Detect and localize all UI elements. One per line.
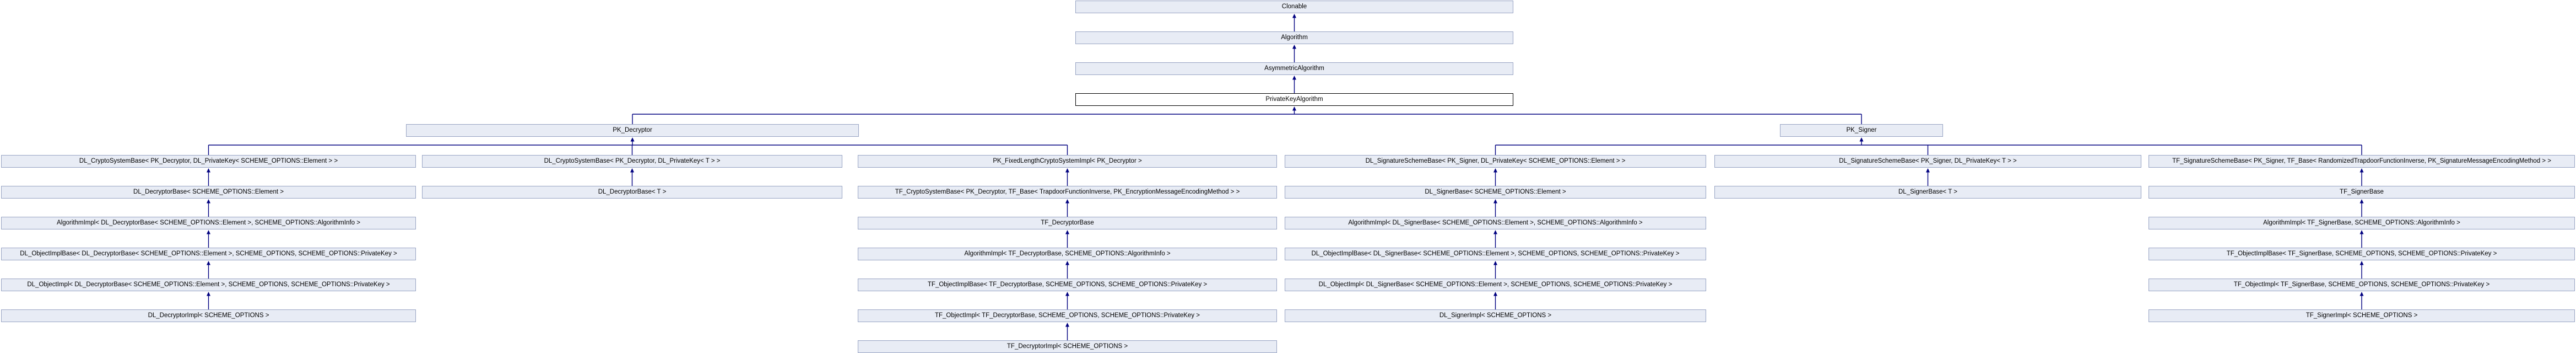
class-node-dl-signerimpl[interactable]: DL_SignerImpl< SCHEME_OPTIONS > (1285, 309, 1706, 322)
class-node-tf-signerimpl[interactable]: TF_SignerImpl< SCHEME_OPTIONS > (2149, 309, 2575, 322)
class-node-tf-signatureschemebase[interactable]: TF_SignatureSchemeBase< PK_Signer, TF_Ba… (2149, 155, 2575, 168)
class-node-asymmetric-algorithm[interactable]: AsymmetricAlgorithm (1075, 62, 1513, 75)
class-node-pk-signer[interactable]: PK_Signer (1780, 124, 1943, 137)
class-node-dl-objectimplbase-decryptor[interactable]: DL_ObjectImplBase< DL_DecryptorBase< SCH… (1, 248, 416, 260)
class-node-dl-objectimplbase-signer[interactable]: DL_ObjectImplBase< DL_SignerBase< SCHEME… (1285, 248, 1706, 260)
class-node-private-key-algorithm[interactable]: PrivateKeyAlgorithm (1075, 93, 1513, 106)
class-node-pk-fixedlengthcryptosystemimpl[interactable]: PK_FixedLengthCryptoSystemImpl< PK_Decry… (858, 155, 1277, 168)
class-node-dl-cryptosystembase-element[interactable]: DL_CryptoSystemBase< PK_Decryptor, DL_Pr… (1, 155, 416, 168)
class-node-algorithmimpl-dl-decryptorbase[interactable]: AlgorithmImpl< DL_DecryptorBase< SCHEME_… (1, 217, 416, 229)
class-node-tf-cryptosystembase[interactable]: TF_CryptoSystemBase< PK_Decryptor, TF_Ba… (858, 186, 1277, 199)
class-node-dl-objectimpl-signer[interactable]: DL_ObjectImpl< DL_SignerBase< SCHEME_OPT… (1285, 279, 1706, 291)
class-node-clonable[interactable]: Clonable (1075, 1, 1513, 13)
class-node-algorithm[interactable]: Algorithm (1075, 31, 1513, 44)
class-node-dl-decryptorbase-t[interactable]: DL_DecryptorBase< T > (422, 186, 842, 199)
class-node-tf-objectimplbase-signer[interactable]: TF_ObjectImplBase< TF_SignerBase, SCHEME… (2149, 248, 2575, 260)
class-node-tf-decryptorimpl[interactable]: TF_DecryptorImpl< SCHEME_OPTIONS > (858, 340, 1277, 353)
class-node-tf-objectimplbase-decryptor[interactable]: TF_ObjectImplBase< TF_DecryptorBase, SCH… (858, 279, 1277, 291)
class-node-tf-objectimpl-signer[interactable]: TF_ObjectImpl< TF_SignerBase, SCHEME_OPT… (2149, 279, 2575, 291)
class-node-dl-signerbase-element[interactable]: DL_SignerBase< SCHEME_OPTIONS::Element > (1285, 186, 1706, 199)
class-node-dl-decryptorimpl[interactable]: DL_DecryptorImpl< SCHEME_OPTIONS > (1, 309, 416, 322)
class-node-algorithmimpl-tf-signerbase[interactable]: AlgorithmImpl< TF_SignerBase, SCHEME_OPT… (2149, 217, 2575, 229)
class-node-dl-signatureschemebase-t[interactable]: DL_SignatureSchemeBase< PK_Signer, DL_Pr… (1714, 155, 2141, 168)
class-node-algorithmimpl-tf-decryptorbase[interactable]: AlgorithmImpl< TF_DecryptorBase, SCHEME_… (858, 248, 1277, 260)
class-node-dl-signerbase-t[interactable]: DL_SignerBase< T > (1714, 186, 2141, 199)
class-node-tf-decryptorbase[interactable]: TF_DecryptorBase (858, 217, 1277, 229)
class-node-tf-signerbase[interactable]: TF_SignerBase (2149, 186, 2575, 199)
class-node-tf-objectimpl-decryptor[interactable]: TF_ObjectImpl< TF_DecryptorBase, SCHEME_… (858, 309, 1277, 322)
class-node-dl-signatureschemebase-element[interactable]: DL_SignatureSchemeBase< PK_Signer, DL_Pr… (1285, 155, 1706, 168)
class-node-dl-cryptosystembase-t[interactable]: DL_CryptoSystemBase< PK_Decryptor, DL_Pr… (422, 155, 842, 168)
class-node-dl-objectimpl-decryptor[interactable]: DL_ObjectImpl< DL_DecryptorBase< SCHEME_… (1, 279, 416, 291)
class-node-pk-decryptor[interactable]: PK_Decryptor (406, 124, 859, 137)
class-node-algorithmimpl-dl-signerbase[interactable]: AlgorithmImpl< DL_SignerBase< SCHEME_OPT… (1285, 217, 1706, 229)
class-node-dl-decryptorbase-element[interactable]: DL_DecryptorBase< SCHEME_OPTIONS::Elemen… (1, 186, 416, 199)
